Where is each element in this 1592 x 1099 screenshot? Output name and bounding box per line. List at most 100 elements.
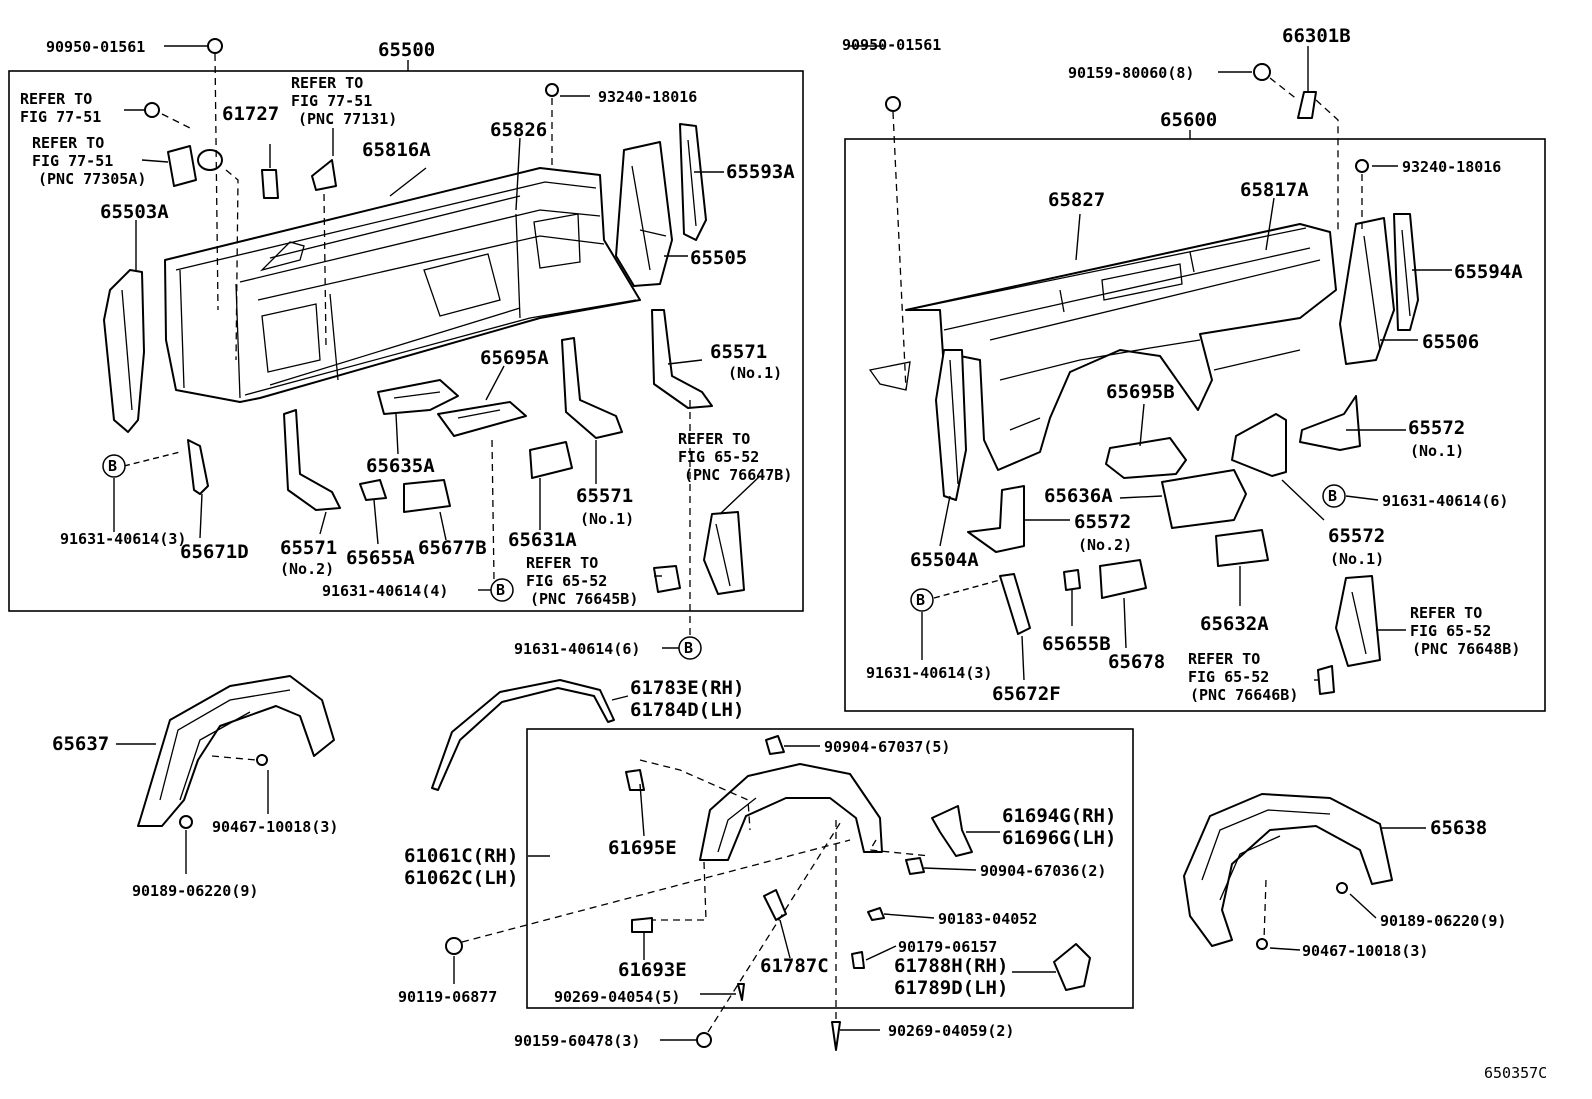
label-65671d: 65671D xyxy=(180,541,249,563)
bolt-90159-80060 xyxy=(1253,63,1271,81)
label-fig-77-51-3: FIG 77-51 xyxy=(32,152,113,170)
label-90189-06220-left: 90189-06220(9) xyxy=(132,882,258,900)
label-fig-77-51-2: FIG 77-51 xyxy=(291,92,372,110)
part-61787C xyxy=(763,889,787,921)
label-65505: 65505 xyxy=(690,247,747,269)
label-65826: 65826 xyxy=(490,119,547,141)
b-letter-left-2: B xyxy=(496,581,505,599)
label-61694g: 61694G(RH) xyxy=(1002,805,1116,827)
part-65695A xyxy=(437,401,527,437)
part-65655A xyxy=(359,479,387,501)
part-77131-bracket xyxy=(311,159,337,191)
label-no2-b: (No.2) xyxy=(1078,536,1132,554)
label-fig-77-51-1: FIG 77-51 xyxy=(20,108,101,126)
label-pnc-76647b: (PNC 76647B) xyxy=(684,466,792,484)
part-76645B xyxy=(653,565,681,593)
label-65631a: 65631A xyxy=(508,529,577,551)
label-61783e: 61783E(RH) xyxy=(630,677,744,699)
label-91631-40614-3-left: 91631-40614(3) xyxy=(60,530,186,548)
label-61784d: 61784D(LH) xyxy=(630,699,744,721)
part-65637 xyxy=(137,675,335,827)
label-65817a: 65817A xyxy=(1240,179,1309,201)
part-76647B xyxy=(703,511,745,595)
part-65572-no1-a xyxy=(1231,413,1287,477)
label-90159-80060: 90159-80060(8) xyxy=(1068,64,1194,82)
part-66301B xyxy=(1297,91,1317,119)
label-pnc-77305a: (PNC 77305A) xyxy=(38,170,146,188)
part-65638 xyxy=(1183,793,1393,947)
label-fig-65-52-6: FIG 65-52 xyxy=(1410,622,1491,640)
part-61694G xyxy=(931,805,973,857)
part-65505 xyxy=(615,141,673,287)
part-61783E xyxy=(431,679,615,791)
label-pnc-77131: (PNC 77131) xyxy=(298,110,397,128)
label-pnc-76646b: (PNC 76646B) xyxy=(1190,686,1298,704)
label-91631-40614-3-right: 91631-40614(3) xyxy=(866,664,992,682)
label-pnc-76648b: (PNC 76648B) xyxy=(1412,640,1520,658)
part-65504A xyxy=(935,349,967,501)
label-65506: 65506 xyxy=(1422,331,1479,353)
label-65572-b: 65572 xyxy=(1074,511,1131,533)
part-77305A xyxy=(167,145,197,187)
part-65678 xyxy=(1099,559,1147,599)
part-61788H xyxy=(1053,943,1091,991)
part-65695B xyxy=(1105,437,1187,479)
label-65827: 65827 xyxy=(1048,189,1105,211)
label-65655a: 65655A xyxy=(346,547,415,569)
left-bed-frame xyxy=(8,70,804,612)
part-65572-no1-b xyxy=(1299,395,1361,451)
part-65571-no2 xyxy=(283,409,341,511)
label-65677b: 65677B xyxy=(418,537,487,559)
part-65672F xyxy=(999,573,1031,635)
label-90467-10018-right: 90467-10018(3) xyxy=(1302,942,1428,960)
part-65571-no1-b xyxy=(651,309,713,409)
label-refer-to-1: REFER TO xyxy=(20,90,92,108)
label-91631-40614-6-left: 91631-40614(6) xyxy=(514,640,640,658)
part-61727 xyxy=(261,169,279,199)
part-65635A xyxy=(377,379,459,415)
label-65572-c: 65572 xyxy=(1328,525,1385,547)
right-bed-panel-drawing xyxy=(868,223,1337,471)
label-61061c: 61061C(RH) xyxy=(404,845,518,867)
part-61061C xyxy=(699,763,883,861)
label-65600: 65600 xyxy=(1160,109,1217,131)
screw-90269-04054 xyxy=(737,983,745,1001)
label-65635a: 65635A xyxy=(366,455,435,477)
label-90183-04052: 90183-04052 xyxy=(938,910,1037,928)
label-figure-code: 650357C xyxy=(1484,1064,1547,1082)
part-65571-no1-a xyxy=(561,337,623,439)
part-90904-67037 xyxy=(765,735,785,755)
label-90467-10018-left: 90467-10018(3) xyxy=(212,818,338,836)
part-90179 xyxy=(851,951,865,969)
label-no1-a: (No.1) xyxy=(728,364,782,382)
clip-90950-01561-right xyxy=(885,96,901,112)
label-fig-65-52-4: FIG 65-52 xyxy=(678,448,759,466)
label-65678: 65678 xyxy=(1108,651,1165,673)
label-90904-67036: 90904-67036(2) xyxy=(980,862,1106,880)
label-90159-60478: 90159-60478(3) xyxy=(514,1032,640,1050)
part-61693E xyxy=(631,917,653,933)
b-marker-left-1 xyxy=(102,454,126,478)
part-65671D xyxy=(187,439,209,495)
label-65571-c: 65571 xyxy=(280,537,337,559)
label-90950-01561-left: 90950-01561 xyxy=(46,38,145,56)
label-65816a: 65816A xyxy=(362,139,431,161)
label-65572-a: 65572 xyxy=(1408,417,1465,439)
part-65677B xyxy=(403,479,451,513)
label-refer-to-6: REFER TO xyxy=(1410,604,1482,622)
right-bed-frame xyxy=(844,138,1546,712)
b-letter-left-1: B xyxy=(108,457,117,475)
part-65593A xyxy=(679,123,707,241)
part-65636A xyxy=(1161,469,1247,529)
label-no2-a: (No.2) xyxy=(280,560,334,578)
label-65695b: 65695B xyxy=(1106,381,1175,403)
label-90269-04054: 90269-04054(5) xyxy=(554,988,680,1006)
label-90269-04059: 90269-04059(2) xyxy=(888,1022,1014,1040)
label-no1-d: (No.1) xyxy=(1330,550,1384,568)
label-65571-a: 65571 xyxy=(710,341,767,363)
part-61695E xyxy=(625,769,645,791)
label-90179-06157: 90179-06157 xyxy=(898,938,997,956)
label-90189-06220-right: 90189-06220(9) xyxy=(1380,912,1506,930)
b-marker-right-1 xyxy=(1322,484,1346,508)
